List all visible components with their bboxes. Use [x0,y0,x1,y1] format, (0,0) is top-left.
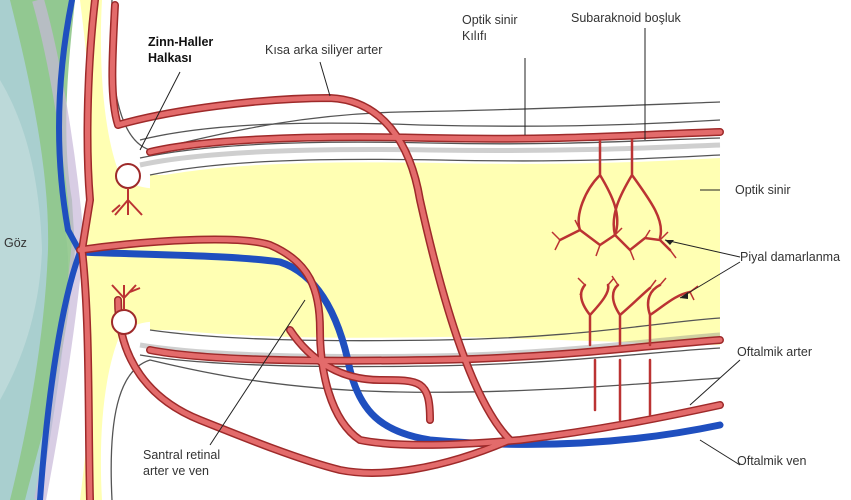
label-ophthalmic-artery: Oftalmik arter [737,344,812,360]
label-central-retinal: Santral retinal arter ve ven [143,447,220,479]
label-central-line1: Santral retinal [143,447,220,463]
label-ophthalmic-vein: Oftalmik ven [737,453,806,469]
label-eye: Göz [4,235,27,251]
label-short-posterior-ciliary: Kısa arka siliyer arter [265,42,382,58]
label-pial: Piyal damarlanma [740,249,840,265]
label-optic-sheath: Optik sinir Kılıfı [462,12,518,44]
label-sheath-line2: Kılıfı [462,28,518,44]
label-subarachnoid: Subaraknoid boşluk [571,10,681,26]
label-zinn-line1: Zinn-Haller [148,34,213,50]
label-central-line2: arter ve ven [143,463,220,479]
label-optic-nerve: Optik sinir [735,182,791,198]
label-sheath-line1: Optik sinir [462,12,518,28]
label-zinn-line2: Halkası [148,50,213,66]
label-zinn-haller: Zinn-Haller Halkası [148,34,213,66]
